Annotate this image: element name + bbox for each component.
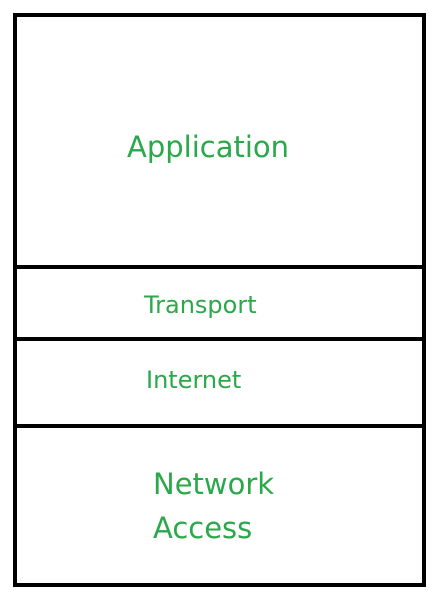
- divider-transport-internet: [17, 337, 422, 341]
- layer-application-label: Application: [127, 130, 290, 164]
- layer-network-access-line2: Access: [153, 511, 253, 545]
- divider-internet-network-access: [17, 424, 422, 428]
- layer-network-access-label: Network Access: [153, 462, 274, 550]
- layer-internet-label: Internet: [146, 366, 242, 394]
- protocol-stack-frame: Application Transport Internet Network A…: [13, 13, 426, 587]
- divider-application-transport: [17, 265, 422, 269]
- layer-transport-label: Transport: [144, 291, 257, 319]
- layer-network-access-line1: Network: [153, 467, 275, 501]
